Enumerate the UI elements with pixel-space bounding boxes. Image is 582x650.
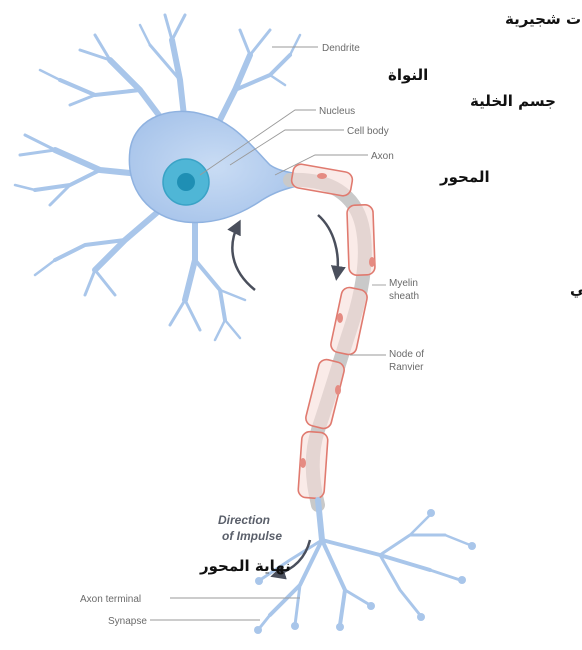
arabic-label-dendrite: بروزات شجيرية <box>505 10 582 28</box>
label-myelin-line1: Myelin <box>389 278 418 289</box>
label-direction-line1: Direction <box>218 513 270 527</box>
myelin-segment <box>290 163 353 197</box>
impulse-arrow-axon <box>318 215 338 275</box>
label-node-line2: Ranvier <box>389 362 424 373</box>
arabic-label-cell-body: جسم الخلية <box>470 92 556 110</box>
label-dendrite: Dendrite <box>322 43 360 54</box>
label-node-line1: Node of <box>389 349 424 360</box>
arabic-label-axon-terminal: نهاية المحور <box>199 557 291 575</box>
cell-body <box>129 111 300 222</box>
impulse-arrow-soma <box>232 225 255 290</box>
nucleolus <box>177 173 195 191</box>
arabic-label-axon: المحور <box>439 168 490 186</box>
arabic-label-nucleus: النواة <box>388 66 428 84</box>
label-direction-line2: of Impulse <box>222 529 282 543</box>
label-axon: Axon <box>371 151 394 162</box>
myelin-segment <box>329 286 368 356</box>
label-myelin-line2: sheath <box>389 291 419 302</box>
label-synapse: Synapse <box>108 616 147 627</box>
label-nucleus: Nucleus <box>319 106 355 117</box>
label-cell-body: Cell body <box>347 126 389 137</box>
myelin-sheath <box>290 163 375 499</box>
arabic-label-myelin-sheath: غمد المحور العصبي <box>570 280 582 298</box>
label-axon-terminal: Axon terminal <box>80 594 141 605</box>
